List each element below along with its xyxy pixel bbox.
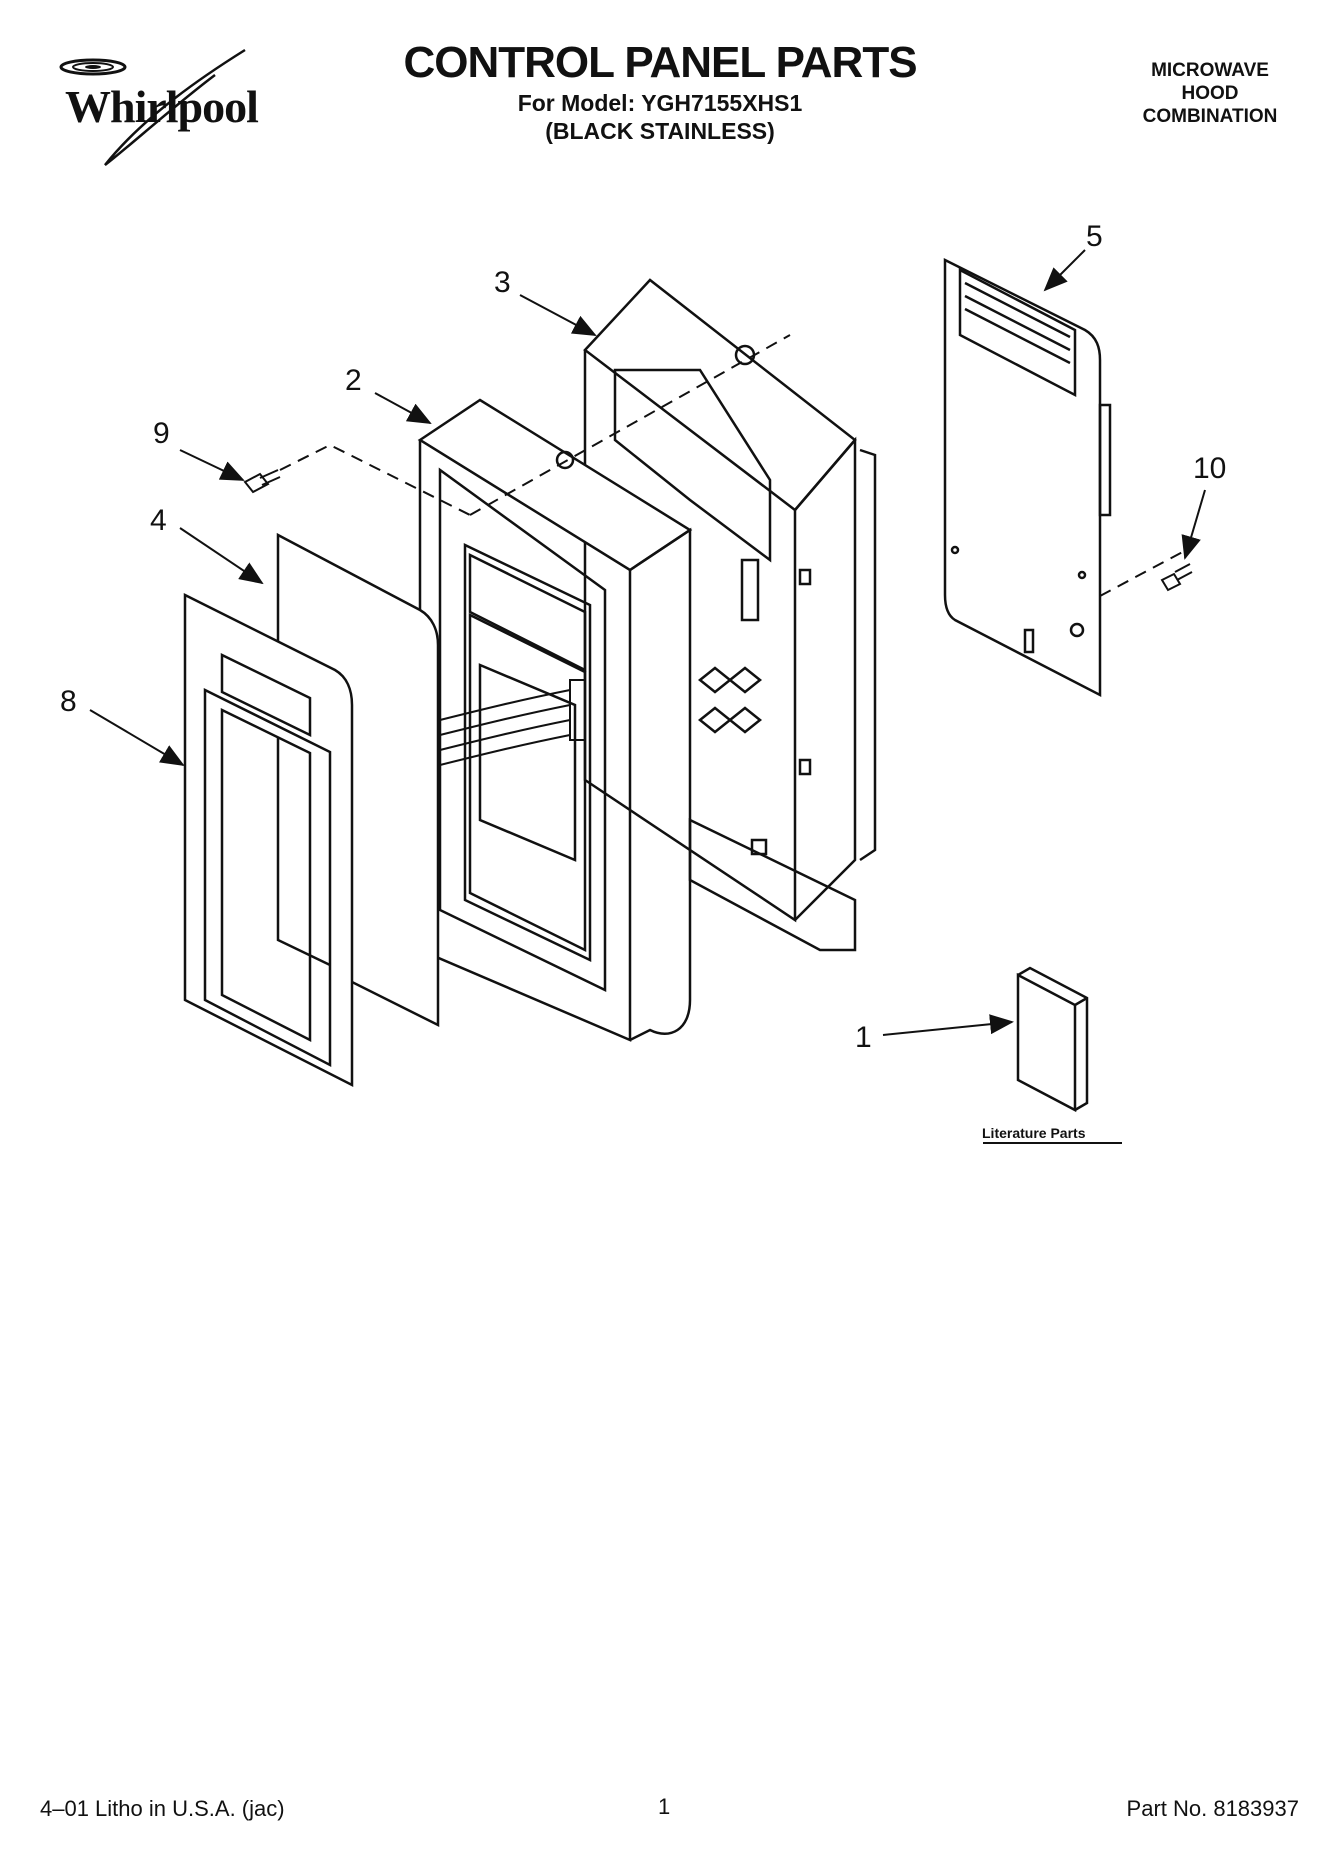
part-9-screw: [243, 469, 281, 494]
assembly-guide-lines: [279, 334, 1191, 597]
product-type-line-1: MICROWAVE: [1151, 60, 1269, 81]
logo-wordmark: Whirlpool: [65, 81, 259, 132]
part-3-housing: [583, 278, 877, 952]
logo-swirl-icon: [59, 48, 246, 166]
product-type-line-3: COMBINATION: [1142, 106, 1278, 127]
part-5-control-board: [943, 257, 1112, 698]
part-10-screw: [1160, 563, 1193, 592]
part-2-panel-frame: [417, 398, 693, 1042]
callout-4: 4: [150, 504, 167, 537]
callout-3: 3: [494, 266, 511, 299]
callout-8: 8: [60, 685, 77, 718]
footer-litho: 4–01 Litho in U.S.A. (jac): [40, 1796, 285, 1821]
callout-10: 10: [1193, 452, 1226, 485]
product-type-line-2: HOOD: [1181, 83, 1239, 104]
callout-1: 1: [855, 1021, 872, 1054]
whirlpool-logo: Whirlpool: [55, 45, 285, 175]
variant-line: (BLACK STAINLESS): [545, 118, 775, 144]
callout-2: 2: [345, 364, 362, 397]
footer-page-number: 1: [658, 1794, 671, 1819]
callout-5: 5: [1086, 220, 1103, 253]
literature-parts-label: Literature Parts: [982, 1125, 1086, 1141]
model-line: For Model: YGH7155XHS1: [517, 90, 803, 116]
footer-part-number: Part No. 8183937: [1126, 1796, 1299, 1821]
ribbon-cable: [439, 679, 586, 766]
leader-arrows: [89, 249, 1206, 1036]
page-title: CONTROL PANEL PARTS: [403, 38, 917, 87]
callout-9: 9: [153, 417, 170, 450]
part-8-front-overlay: [183, 592, 354, 1088]
part-1-literature-booklet: [1016, 966, 1089, 1113]
